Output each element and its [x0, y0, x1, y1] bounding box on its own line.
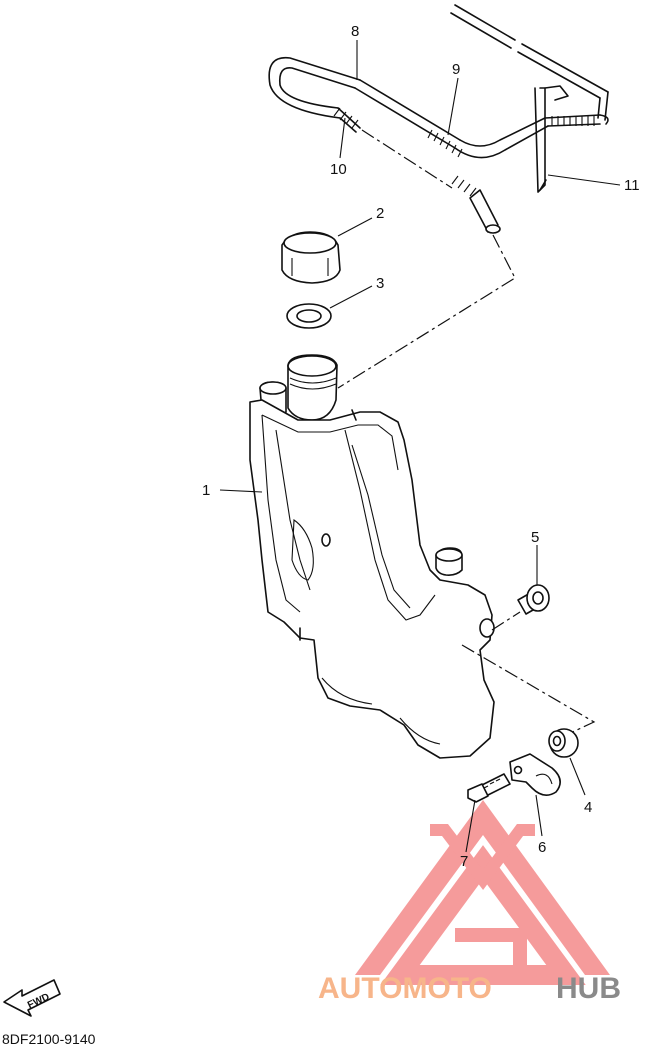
watermark-brand-primary: AUTOMOTO — [318, 972, 492, 1005]
reservoir-tank-part — [249, 354, 495, 759]
damper-part — [548, 728, 579, 758]
part-number-7: 7 — [460, 853, 468, 870]
reservoir-cap-part — [281, 231, 341, 284]
part-number-8: 8 — [351, 23, 359, 40]
part-number-6: 6 — [538, 839, 546, 856]
part-number-10: 10 — [330, 161, 347, 178]
gasket-part — [286, 303, 332, 329]
part-number-1: 1 — [202, 482, 210, 499]
diagram-code: 8DF2100-9140 — [2, 1031, 96, 1047]
breather-hose-part — [268, 56, 609, 159]
bolt-part — [467, 773, 511, 803]
protector-spring-part — [427, 116, 595, 158]
part-number-9: 9 — [452, 61, 460, 78]
fwd-arrow-icon: FWD — [3, 979, 61, 1017]
watermark-logo-icon — [355, 800, 610, 985]
hose-holder-part — [450, 4, 609, 193]
part-number-5: 5 — [531, 529, 539, 546]
leader-lines — [219, 40, 621, 853]
part-number-3: 3 — [376, 275, 384, 292]
collar-bolt-part — [517, 584, 550, 615]
hose-clamp-part — [509, 753, 561, 796]
watermark-brand-secondary: HUB — [556, 972, 621, 1005]
part-number-11: 11 — [624, 177, 640, 194]
part-number-2: 2 — [376, 205, 384, 222]
protector-spring-lower-part — [333, 107, 501, 234]
part-number-4: 4 — [584, 799, 592, 816]
